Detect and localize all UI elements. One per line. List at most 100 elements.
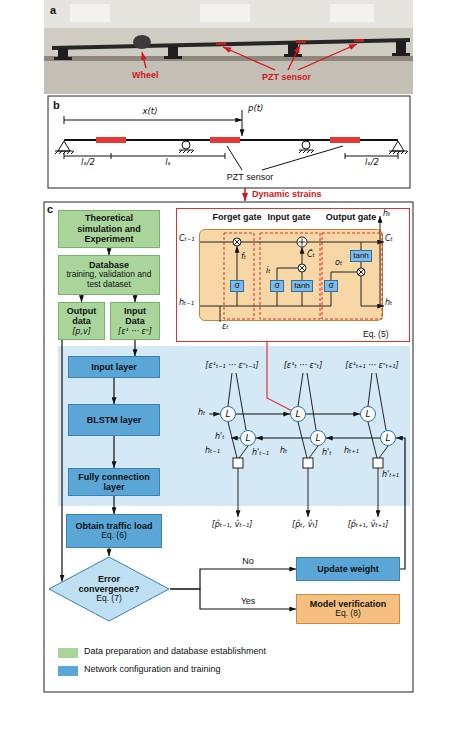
legend-swatch	[58, 666, 78, 676]
beam-model	[299, 150, 314, 153]
flow-connector	[134, 295, 135, 302]
node-text: C̃ₜ	[307, 250, 315, 259]
node-text: tanh	[294, 281, 310, 290]
annotation: hₜ	[198, 408, 205, 417]
photo	[70, 4, 110, 22]
node-text: Eq. (8)	[335, 609, 361, 619]
lstm-wiring	[361, 276, 384, 306]
lstm-wiring	[298, 264, 306, 272]
node-text: L	[365, 410, 370, 419]
photo	[396, 41, 406, 54]
node-text: [ε¹ ··· εˢ]	[118, 327, 152, 336]
network-band	[58, 346, 410, 506]
lstm-unit: L	[240, 430, 256, 446]
activation-box: σ	[270, 280, 284, 292]
annotation: Dynamic strains	[252, 189, 322, 199]
beam-model	[210, 137, 240, 143]
beam-model	[392, 141, 404, 151]
callout-arrow	[142, 52, 146, 68]
annotation: hₜ	[280, 446, 287, 455]
photo	[296, 40, 306, 43]
lstm-wiring	[220, 306, 221, 322]
node-text: σ	[274, 281, 279, 291]
node-text: L	[225, 410, 230, 419]
node-text: Forget gate	[212, 212, 261, 222]
beam-model	[96, 137, 126, 143]
annotation: lₛ/2	[365, 158, 379, 168]
flow-connector	[108, 548, 109, 556]
beam-model	[182, 141, 190, 149]
flow-connector	[326, 437, 380, 438]
annotation: hₜ	[385, 298, 392, 307]
lstm-wiring	[357, 268, 365, 276]
blstm-wiring	[228, 373, 386, 430]
activation-box: σ	[230, 280, 244, 292]
lstm-inset: Forget gateInput gateOutput gateEq. (5)f…	[176, 208, 410, 342]
result-box: Model verificationEq. (8)	[296, 594, 400, 624]
photo	[164, 56, 182, 59]
annotation: lₛ/2	[81, 158, 95, 168]
lstm-wiring	[200, 230, 384, 322]
lstm-wiring	[331, 272, 357, 280]
annotation: h'ₜ₋₁	[252, 448, 269, 457]
photo	[44, 56, 413, 61]
node-text: Update weight	[317, 564, 379, 574]
node-text: Model verification	[310, 599, 387, 609]
flow-connector	[396, 438, 405, 569]
node-text: training, validation and test dataset	[62, 270, 156, 290]
node-text: oₜ	[335, 258, 342, 267]
blstm-wiring	[238, 468, 239, 517]
lstm-wiring	[358, 269, 364, 275]
lstm-wiring	[234, 239, 240, 245]
node-text: Eq. (5)	[363, 330, 389, 340]
annotation: [ε¹ₜ₋₁ ··· εˢₜ₋₁]	[205, 361, 258, 370]
node-text: tanh	[353, 251, 369, 260]
lstm-wiring	[302, 247, 303, 264]
node-text: BLSTM layer	[87, 415, 142, 425]
photo	[133, 35, 151, 49]
beam-model	[58, 141, 70, 151]
lstm-wiring	[233, 238, 241, 246]
photo	[44, 61, 413, 94]
flow-arrow	[244, 188, 246, 201]
photo	[392, 53, 410, 56]
lstm-wiring	[277, 268, 298, 280]
blstm-wiring	[228, 422, 388, 458]
annotation: hₜ₊₁	[344, 446, 359, 455]
callout-arrow	[223, 47, 275, 70]
node-text: fₜ	[241, 252, 246, 261]
blstm-wiring	[209, 373, 388, 517]
annotation: [ε¹ₜ₊₁ ··· εˢₜ₊₁]	[345, 361, 398, 370]
lstm-wiring	[380, 216, 381, 306]
node-text: σ	[328, 281, 333, 291]
node-text: Output gate	[326, 212, 377, 222]
node-text: [p,v]	[72, 327, 91, 336]
photo	[330, 4, 374, 22]
annotation: Wheel	[132, 70, 159, 80]
lstm-wiring	[200, 292, 331, 306]
lstm-unit: L	[310, 430, 326, 446]
lstm-unit: L	[290, 406, 306, 422]
zoom-line	[267, 342, 291, 410]
annotation: [p̂ₜ, v̂ₜ]	[292, 520, 318, 529]
edge-label: Yes	[241, 596, 256, 606]
process-box: Fully connection layer	[68, 468, 160, 496]
photo	[200, 4, 250, 22]
blstm-wiring	[233, 458, 243, 468]
beam-model	[227, 146, 343, 170]
annotation: PZT sensor	[227, 172, 273, 182]
flow-connector	[306, 413, 360, 414]
flow-connector	[61, 340, 62, 581]
beam-model	[242, 110, 243, 136]
photo	[54, 57, 72, 60]
node-text: Input Data	[114, 306, 156, 327]
process-box: BLSTM layer	[68, 404, 160, 436]
lstm-wiring	[299, 265, 305, 271]
annotation: h'ₜ	[215, 432, 225, 441]
node-text: iₜ	[266, 266, 271, 275]
annotation: PZT sensor	[262, 72, 311, 82]
annotation: hₜ₋₁	[205, 446, 220, 455]
node-text: Theoretical simulation and Experiment	[62, 213, 156, 244]
beam-model	[330, 137, 360, 143]
annotation: b	[53, 99, 60, 112]
